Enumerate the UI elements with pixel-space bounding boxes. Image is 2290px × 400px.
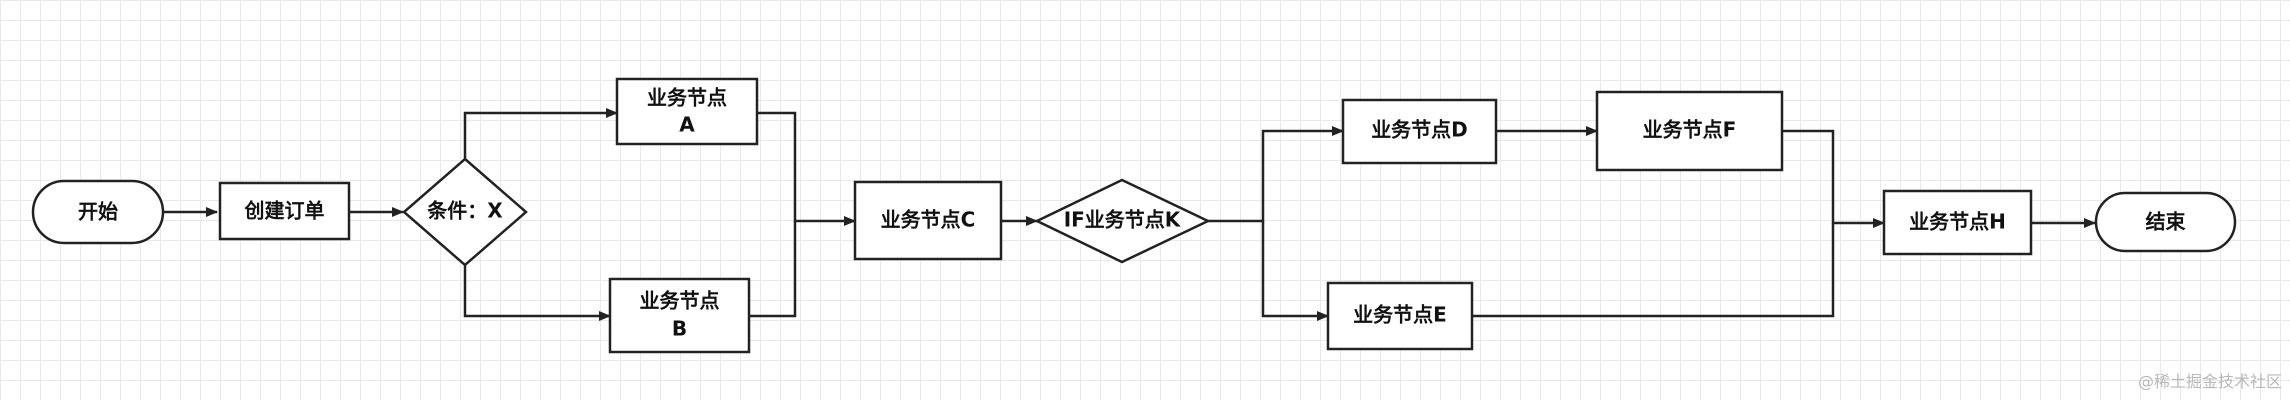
edge-condition-to-node-b <box>463 265 611 321</box>
node-c: 业务节点C <box>853 180 1003 261</box>
node-h: 业务节点H <box>1882 189 2033 256</box>
node-start: 开始 <box>31 179 165 245</box>
node-if-k-label: IF业务节点K <box>1064 208 1182 232</box>
node-condition-x: 条件：X <box>402 157 528 267</box>
node-f-label: 业务节点F <box>1643 118 1737 142</box>
node-create-order-label: 创建订单 <box>244 199 325 223</box>
node-h-label: 业务节点H <box>1909 210 2006 234</box>
edges <box>163 108 2096 321</box>
node-a: 业务节点 A <box>615 77 759 146</box>
node-c-label: 业务节点C <box>881 208 976 232</box>
edge-if-k-to-node-d <box>1208 126 1344 223</box>
node-a-label-line1: 业务节点 <box>647 86 727 110</box>
node-e: 业务节点E <box>1326 281 1474 351</box>
edge-if-k-to-node-e <box>1261 221 1329 321</box>
node-create-order: 创建订单 <box>218 181 351 241</box>
node-condition-x-label: 条件：X <box>427 199 503 223</box>
node-d: 业务节点D <box>1341 98 1498 165</box>
node-d-label: 业务节点D <box>1371 118 1468 142</box>
edge-node-b-to-node-c <box>749 221 797 318</box>
edge-node-a-to-node-c <box>757 111 856 226</box>
edge-condition-to-node-a <box>463 108 618 159</box>
node-end: 结束 <box>2094 191 2237 253</box>
edge-node-e-to-node-h <box>1472 223 1835 318</box>
node-b-label-line2: B <box>672 317 687 341</box>
edge-node-f-to-node-h <box>1782 129 1885 228</box>
node-end-label: 结束 <box>2146 210 2187 234</box>
node-if-k: IF业务节点K <box>1034 178 1211 264</box>
node-a-label-line2: A <box>679 113 695 137</box>
node-b-label-line1: 业务节点 <box>640 289 720 313</box>
node-e-label: 业务节点E <box>1353 303 1447 327</box>
node-b: 业务节点 B <box>608 277 751 354</box>
watermark: @稀土掘金技术社区 <box>2137 372 2282 391</box>
node-start-label: 开始 <box>78 200 118 224</box>
node-f: 业务节点F <box>1595 90 1784 172</box>
